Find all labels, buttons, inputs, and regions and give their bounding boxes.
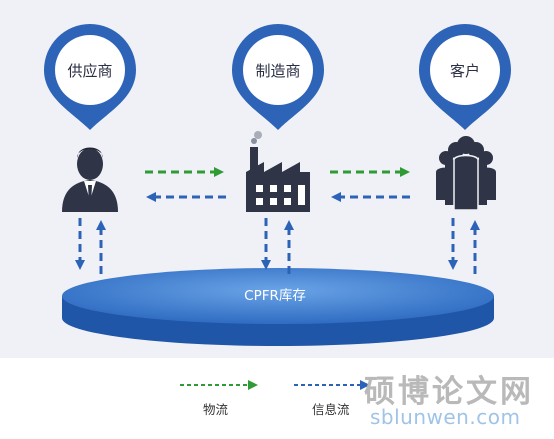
legend: 物流 信息流 [0,358,554,439]
pin-supplier [44,24,136,130]
watermark-text: 硕博论文网 [364,374,534,410]
pin-manufacturer [232,24,324,130]
cpfr-inventory-label: CPFR库存 [244,288,306,304]
legend-material-flow-label: 物流 [203,402,229,417]
customer-label: 客户 [449,62,480,80]
people-group-icon [436,136,496,211]
diagram-canvas [44,24,511,346]
cpfr-inventory-platform [62,268,494,346]
legend-info-flow-label: 信息流 [312,402,350,417]
supplier-label: 供应商 [67,62,113,80]
pin-customer [419,24,511,130]
factory-icon [246,131,310,212]
manufacturer-label: 制造商 [255,62,301,80]
businessman-icon [62,147,118,212]
watermark-url: sblunwen.com [370,405,521,429]
